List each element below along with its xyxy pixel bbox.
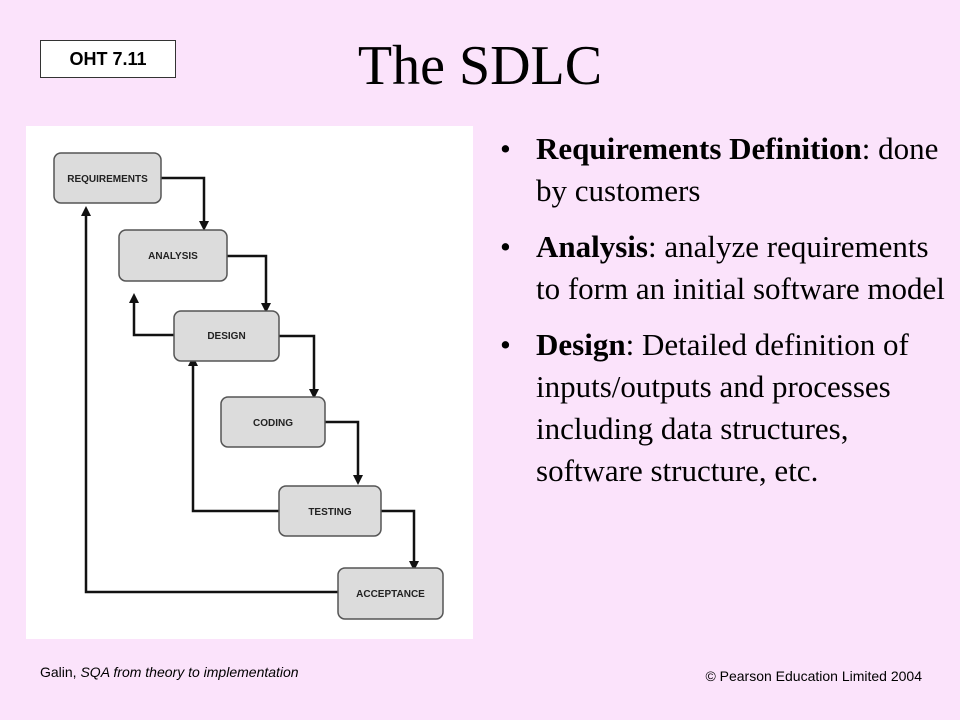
bullet-design: • Design: Detailed definition of inputs/… (498, 324, 948, 492)
bullet-text: : Detailed definition of inputs/outputs … (536, 327, 909, 488)
stage-design: DESIGN (173, 310, 280, 362)
footer-copyright: © Pearson Education Limited 2004 (705, 668, 922, 684)
footer-author: Galin, (40, 664, 81, 680)
bullet-analysis: • Analysis: analyze requirements to form… (498, 226, 948, 310)
stage-coding: CODING (220, 396, 326, 448)
stage-requirements: REQUIREMENTS (53, 152, 162, 204)
svg-text:CODING: CODING (253, 418, 293, 429)
sdlc-waterfall-diagram: REQUIREMENTS ANALYSIS DESIGN CODING TEST… (26, 126, 473, 639)
feedback-acceptance-to-requirements (81, 206, 338, 594)
svg-text:DESIGN: DESIGN (207, 331, 245, 342)
bullet-glyph: • (500, 229, 511, 264)
arrow-analysis-to-design (227, 254, 271, 313)
stage-analysis: ANALYSIS (118, 229, 228, 282)
svg-text:ACCEPTANCE: ACCEPTANCE (356, 589, 425, 600)
arrow-coding-to-testing (325, 420, 363, 485)
svg-text:REQUIREMENTS: REQUIREMENTS (67, 174, 148, 185)
bullet-list: • Requirements Definition: done by custo… (498, 128, 948, 506)
bullet-glyph: • (500, 131, 511, 166)
oht-label: OHT 7.11 (40, 40, 176, 78)
stage-acceptance: ACCEPTANCE (337, 567, 444, 620)
bullet-text: : analyze requirements to form an initia… (536, 229, 945, 306)
bullet-text: : done by customers (536, 131, 939, 208)
footer-book-title: SQA from theory to implementation (80, 664, 299, 680)
bullet-requirements-definition: • Requirements Definition: done by custo… (498, 128, 948, 212)
feedback-design-to-analysis (129, 293, 174, 337)
waterfall-svg: REQUIREMENTS ANALYSIS DESIGN CODING TEST… (53, 152, 444, 620)
feedback-testing-to-design (188, 356, 279, 513)
arrow-requirements-to-analysis (161, 176, 209, 231)
svg-text:ANALYSIS: ANALYSIS (148, 251, 198, 262)
slide-title: The SDLC (357, 35, 603, 97)
stage-testing: TESTING (278, 485, 382, 537)
bullet-glyph: • (500, 327, 511, 362)
svg-text:TESTING: TESTING (308, 507, 352, 518)
arrow-design-to-coding (279, 334, 319, 399)
arrow-testing-to-acceptance (381, 509, 419, 571)
footer-citation: Galin, SQA from theory to implementation (40, 664, 299, 680)
bullet-term: Requirements Definition (536, 131, 862, 166)
bullet-term: Analysis (536, 229, 648, 264)
bullet-term: Design (536, 327, 626, 362)
